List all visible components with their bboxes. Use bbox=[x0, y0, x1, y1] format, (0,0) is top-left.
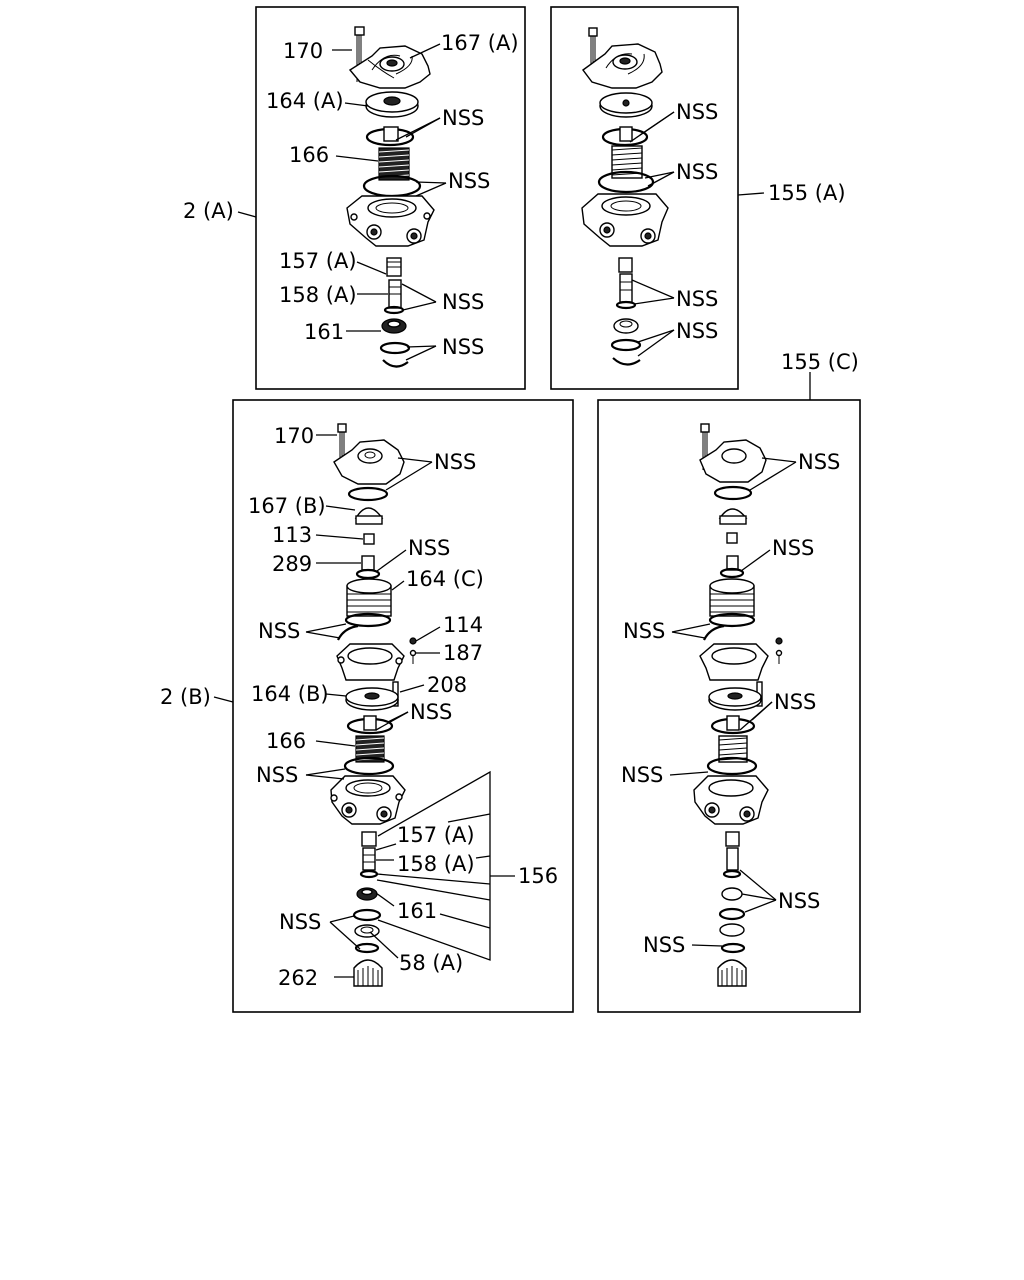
label-164c: 164 (C) bbox=[406, 567, 484, 591]
panel-155a-frame bbox=[550, 6, 739, 390]
label-155c: 155 (C) bbox=[781, 350, 859, 374]
label-166-a: 166 bbox=[289, 143, 329, 167]
label-166-b: 166 bbox=[266, 729, 306, 753]
label-2a: 2 (A) bbox=[183, 199, 234, 223]
label-114: 114 bbox=[443, 613, 483, 637]
panel-2a-parts bbox=[346, 26, 435, 368]
label-nss: NSS bbox=[798, 450, 840, 474]
label-155a: 155 (A) bbox=[768, 181, 846, 205]
panel-155c-parts bbox=[693, 423, 783, 987]
label-nss: NSS bbox=[442, 335, 484, 359]
label-187: 187 bbox=[443, 641, 483, 665]
label-167a: 167 (A) bbox=[441, 31, 519, 55]
label-nss: NSS bbox=[256, 763, 298, 787]
label-208: 208 bbox=[427, 673, 467, 697]
label-157a: 157 (A) bbox=[279, 249, 357, 273]
label-nss: NSS bbox=[442, 106, 484, 130]
label-nss: NSS bbox=[410, 700, 452, 724]
label-158a: 158 (A) bbox=[279, 283, 357, 307]
label-nss: NSS bbox=[676, 160, 718, 184]
label-262: 262 bbox=[278, 966, 318, 990]
label-nss: NSS bbox=[623, 619, 665, 643]
label-161-a: 161 bbox=[304, 320, 344, 344]
panel-2a-frame bbox=[255, 6, 526, 390]
panel-155c-frame bbox=[597, 399, 861, 1013]
label-170-b: 170 bbox=[274, 424, 314, 448]
label-58a: 58 (A) bbox=[399, 951, 463, 975]
label-nss: NSS bbox=[408, 536, 450, 560]
label-nss: NSS bbox=[442, 290, 484, 314]
label-158a-b: 158 (A) bbox=[397, 852, 475, 876]
label-161-b: 161 bbox=[397, 899, 437, 923]
label-289: 289 bbox=[272, 552, 312, 576]
label-170-a: 170 bbox=[283, 39, 323, 63]
label-nss: NSS bbox=[643, 933, 685, 957]
label-113: 113 bbox=[272, 523, 312, 547]
label-157a-b: 157 (A) bbox=[397, 823, 475, 847]
label-nss: NSS bbox=[434, 450, 476, 474]
panel-2b-parts bbox=[330, 423, 417, 987]
part-labels: 170 167 (A) 164 (A) NSS 166 NSS 2 (A) 15… bbox=[160, 31, 859, 990]
label-2b: 2 (B) bbox=[160, 685, 211, 709]
label-nss: NSS bbox=[772, 536, 814, 560]
label-164a: 164 (A) bbox=[266, 89, 344, 113]
label-nss: NSS bbox=[774, 690, 816, 714]
panel-155a-parts bbox=[581, 27, 669, 366]
label-nss: NSS bbox=[448, 169, 490, 193]
label-nss: NSS bbox=[676, 100, 718, 124]
label-nss: NSS bbox=[621, 763, 663, 787]
label-nss: NSS bbox=[778, 889, 820, 913]
label-nss: NSS bbox=[258, 619, 300, 643]
label-167b: 167 (B) bbox=[248, 494, 326, 518]
label-nss: NSS bbox=[676, 319, 718, 343]
panel-2b-frame bbox=[232, 399, 574, 1013]
label-nss: NSS bbox=[279, 910, 321, 934]
label-164b: 164 (B) bbox=[251, 682, 329, 706]
label-nss: NSS bbox=[676, 287, 718, 311]
label-156: 156 bbox=[518, 864, 558, 888]
leader-lines bbox=[213, 43, 811, 978]
